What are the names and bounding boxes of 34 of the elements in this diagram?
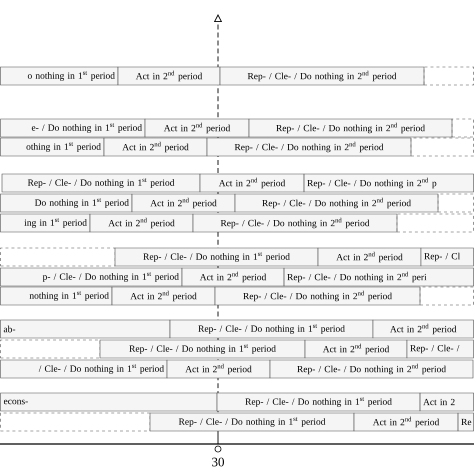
period-box: othing in 1$^{st}$ period [0,138,104,156]
period-box: Rep- / Cle- / Do nothing in 1$^{st}$ period [114,248,318,266]
period-box: Rep- / Cle- / Do nothing in 2$^{nd}$ p [304,174,474,192]
period-box: o nothing in 1$^{st}$ period [0,66,118,86]
period-box: Rep- / Cle- / Do nothing in 2$^{nd}$ period [234,194,438,212]
period-box: Act in 2$^{nd}$ period [372,320,474,338]
period-box: Act in 2$^{nd}$ period [144,118,250,138]
period-box: Rep- / Cle- / Do nothing in 2$^{nd}$ period [220,66,424,86]
period-box: Re [458,412,474,432]
period-box: Rep- / Cle- / Do nothing in 1$^{st}$ period [150,412,354,432]
period-box: / Cle- / Do nothing in 1$^{st}$ period [0,360,168,378]
period-box: econs- [0,392,218,412]
period-box: Rep- / Cl [420,248,474,266]
period-box: nothing in 1$^{st}$ period [0,286,112,306]
axis-tick-label: 30 [212,458,224,466]
period-box: Act in 2$^{nd}$ period [166,360,270,378]
period-box: Act in 2$^{nd}$ period [118,66,220,86]
period-box: Act in 2$^{nd}$ period [304,340,408,358]
period-box: Rep- / Cle- / Do nothing in 2$^{nd}$ period [192,214,398,232]
period-box: ab- [0,320,170,338]
period-box: Rep- / Cle- / Do nothing in 1$^{st}$ period [2,174,200,192]
period-box: Do nothing in 1$^{st}$ period [0,194,132,212]
period-box: Act in 2$^{nd}$ period [182,268,284,286]
period-box: ing in 1$^{st}$ period [0,214,90,232]
period-box: Act in 2$^{nd}$ period [104,138,208,156]
period-box: Rep- / Cle- / [406,340,474,358]
period-box: Rep- / Cle- / Do nothing in 2$^{nd}$ period [206,138,412,156]
period-box: Act in 2$^{nd}$ period [112,286,216,306]
period-box: Rep- / Cle- / Do nothing in 2$^{nd}$ period [248,118,452,138]
period-box: Act in 2$^{nd}$ period [200,174,304,192]
period-box: Act in 2$^{nd}$ period [132,194,236,212]
period-box: p- / Cle- / Do nothing in 1$^{st}$ period [0,268,182,286]
period-box: Act in 2$^{nd}$ period [90,214,194,232]
period-box: e- / Do nothing in 1$^{st}$ period [0,118,146,138]
